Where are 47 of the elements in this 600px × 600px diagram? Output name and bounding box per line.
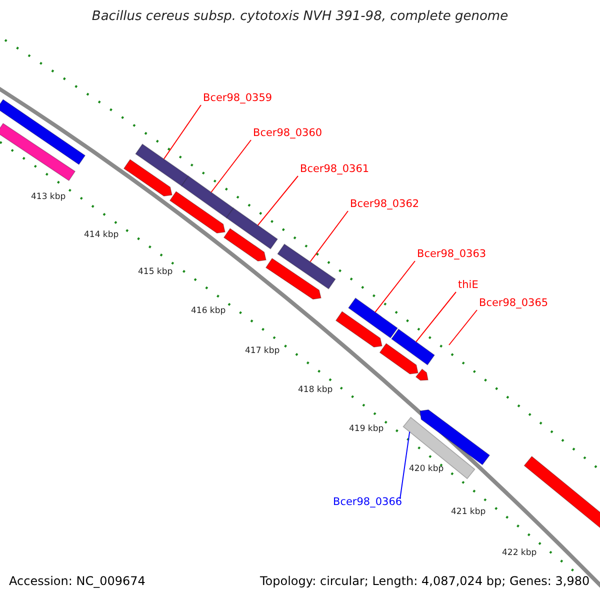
gene-label: Bcer98_0363 bbox=[417, 249, 486, 260]
accession-text: Accession: NC_009674 bbox=[9, 575, 146, 587]
leader-line bbox=[374, 260, 416, 313]
gene-bar bbox=[0, 98, 86, 166]
scale-label: 414 kbp bbox=[84, 231, 119, 240]
leader-line bbox=[416, 292, 456, 342]
gene-bar bbox=[223, 228, 266, 262]
gene-bar bbox=[0, 122, 76, 182]
scale-label: 421 kbp bbox=[451, 508, 486, 516]
gene-bar bbox=[335, 310, 382, 348]
leader-line bbox=[448, 310, 478, 346]
gene-bar bbox=[169, 190, 226, 234]
gene-label: thiE bbox=[458, 280, 478, 290]
leader-line bbox=[210, 140, 252, 193]
scale-label: 420 kbp bbox=[409, 465, 444, 474]
gene-bar bbox=[415, 368, 428, 381]
scale-label: 418 kbp bbox=[298, 386, 333, 394]
scale-label: 415 kbp bbox=[138, 268, 173, 276]
leader-line bbox=[257, 176, 298, 226]
gene-label: Bcer98_0365 bbox=[479, 298, 548, 308]
gene-bar bbox=[379, 342, 418, 374]
gene-bar bbox=[277, 244, 336, 290]
scale-label: 416 kbp bbox=[191, 307, 226, 316]
gene-bar bbox=[226, 208, 278, 250]
leader-line bbox=[310, 210, 348, 262]
scale-label: 422 kbp bbox=[502, 549, 537, 558]
gene-label: Bcer98_0361 bbox=[300, 164, 370, 174]
gene-label: Bcer98_0366 bbox=[333, 497, 402, 508]
gene-bar bbox=[265, 258, 322, 300]
gene-label: Bcer98_0359 bbox=[203, 93, 272, 104]
gene-bar bbox=[135, 144, 189, 186]
genome-stats-text: Topology: circular; Length: 4,087,024 bp; Genes: 3,980 bbox=[260, 575, 590, 587]
gene-bar bbox=[402, 416, 476, 480]
gene-bar bbox=[180, 176, 234, 218]
gene-bar bbox=[524, 456, 600, 530]
scale-label: 419 kbp bbox=[349, 425, 384, 434]
gene-bar bbox=[123, 158, 172, 197]
gene-bar bbox=[390, 328, 436, 366]
gene-bar bbox=[420, 409, 490, 466]
leader-line bbox=[400, 431, 410, 500]
diagram-title: Bacillus cereus subsp. cytotoxis NVH 391-98, complete genome bbox=[92, 9, 508, 24]
scale-label: 413 kbp bbox=[31, 193, 66, 202]
scale-label: 417 kbp bbox=[245, 347, 280, 356]
gene-bar bbox=[348, 298, 398, 338]
leader-line bbox=[163, 104, 202, 160]
gene-label: Bcer98_0362 bbox=[350, 199, 420, 210]
gene-label: Bcer98_0360 bbox=[253, 128, 322, 138]
